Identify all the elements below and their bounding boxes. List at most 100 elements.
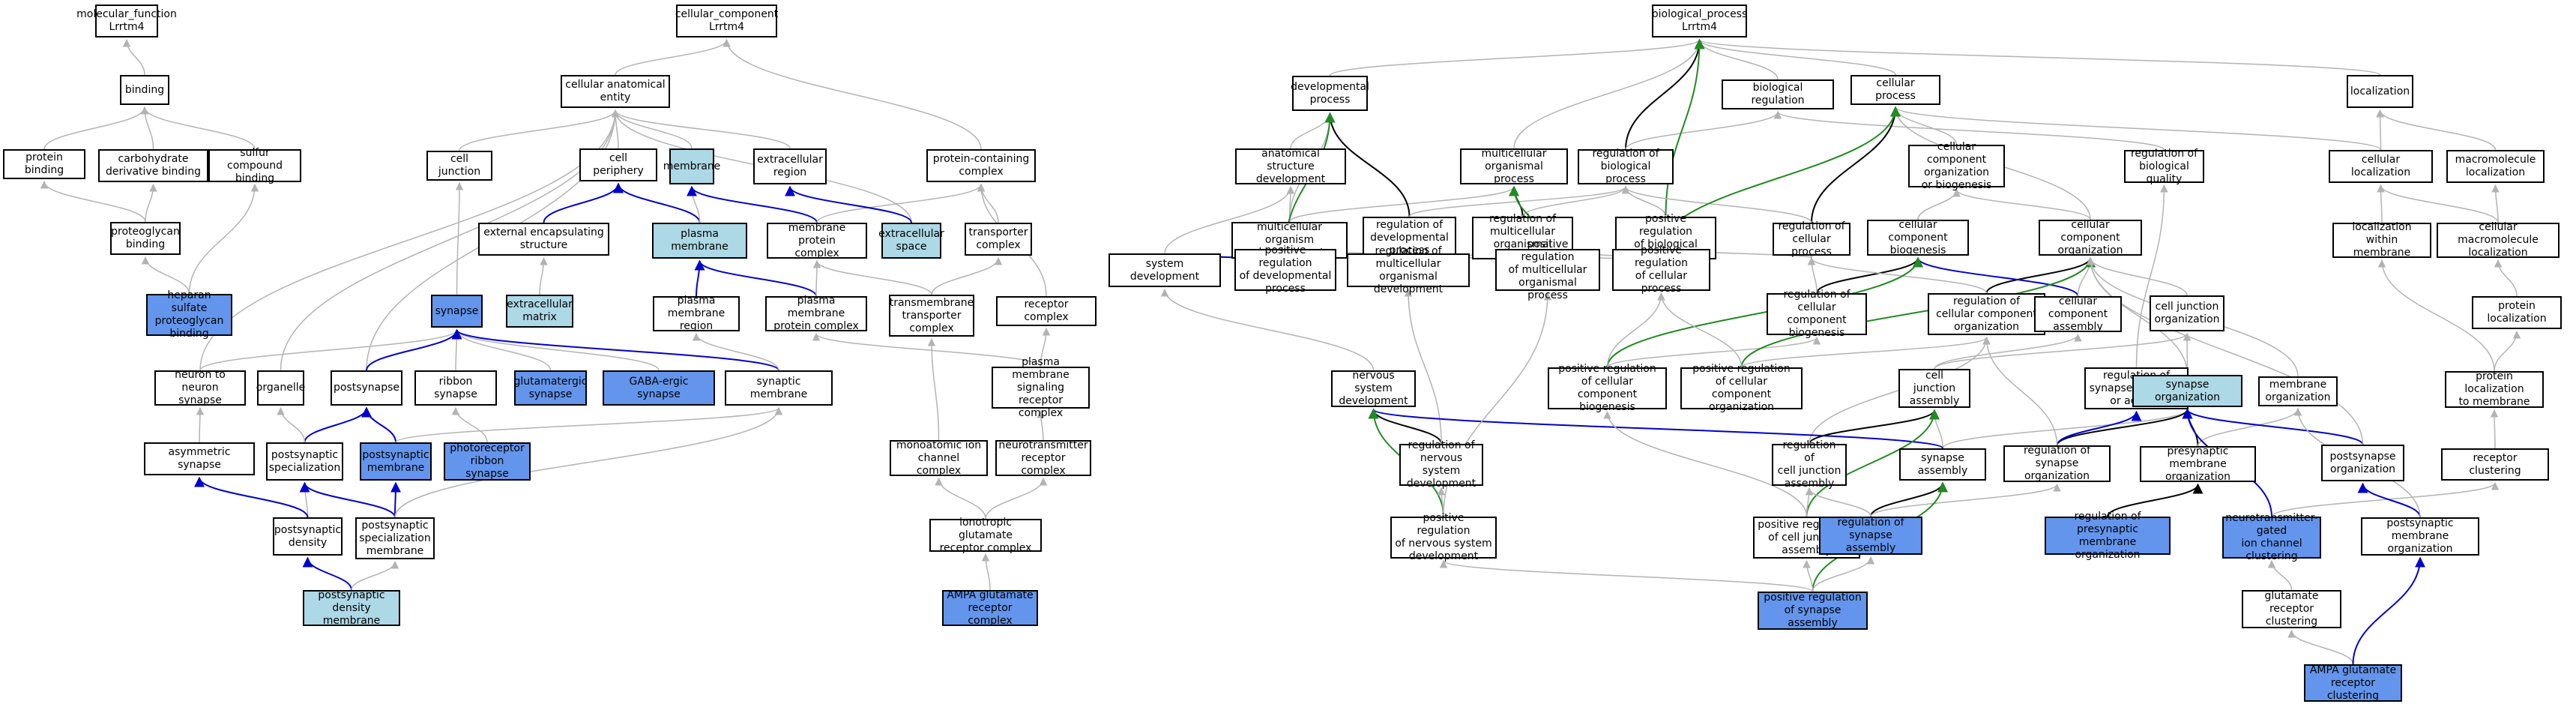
go-term-node-photoribbon[interactable]: photoreceptor ribbon synapse [444,442,531,481]
go-term-node-protbind[interactable]: protein binding [3,149,85,179]
go-term-node-multorg[interactable]: multicellular organismal process [1460,148,1568,185]
go-term-node-extracellspace[interactable]: extracellular space [878,223,944,259]
go-term-node-memprotcomplex[interactable]: membrane protein complex [767,222,867,259]
go-term-node-synassembly[interactable]: synapse assembly [1899,448,1986,481]
go-term-node-ampacomplex[interactable]: AMPA glutamate receptor complex [942,589,1038,627]
edge-posregccbiogen-to-ccbiogen [1606,256,1923,368]
go-term-node-bp[interactable]: biological_process Lrrtm4 [1652,4,1747,37]
go-term-node-macroloc[interactable]: macromolecule localization [2446,150,2545,183]
go-term-node-monoion[interactable]: monoatomic ion channel complex [890,439,988,477]
go-term-node-neuronsyn[interactable]: neuron to neuron synapse [154,369,246,406]
edge-binding-to-mf [122,38,145,76]
go-term-node-regcellproc[interactable]: regulation of cellular process [1773,220,1850,258]
go-term-node-regccorg[interactable]: regulation of cellular component organiz… [1928,293,2045,335]
go-term-node-ccorg[interactable]: cellular component organization [2039,219,2142,256]
go-term-node-mf[interactable]: molecular_function Lrrtm4 [76,4,177,37]
go-term-node-posregdev[interactable]: positive regulation of developmental pro… [1234,244,1336,295]
go-term-node-sulfbind[interactable]: sulfur compound binding [208,147,301,184]
edge-regsynassembly-to-regcjassembly [1805,487,1871,517]
go-term-node-membrane[interactable]: membrane [663,148,720,184]
go-term-node-regnsdev[interactable]: regulation of nervous system development [1399,439,1483,490]
go-term-node-nsdev[interactable]: nervous system development [1331,370,1416,407]
go-term-node-extracellmatrix[interactable]: extracellular matrix [506,295,573,328]
go-term-node-cellperiphery[interactable]: cell periphery [579,148,657,181]
go-term-node-asymsyn[interactable]: asymmetric synapse [144,442,255,475]
go-term-node-posregccbiogen[interactable]: positive regulation of cellular componen… [1548,363,1667,413]
go-term-node-cellproc[interactable]: cellular process [1850,75,1940,105]
go-term-node-psd[interactable]: postsynaptic density [273,517,343,556]
go-term-node-anatdev[interactable]: anatomical structure development [1235,148,1346,185]
go-term-node-regcjassembly[interactable]: regulation of cell junction assembly [1772,439,1847,490]
go-term-node-celljunction[interactable]: cell junction [426,151,492,181]
go-term-node-heparan[interactable]: heparan sulfate proteoglycan binding [146,289,232,340]
go-term-node-protlocmem[interactable]: protein localization to membrane [2445,370,2544,408]
go-term-node-postsynapse[interactable]: postsynapse [331,370,402,406]
go-term-node-locmem[interactable]: localization within membrane [2332,221,2431,259]
go-term-node-postsynspec[interactable]: postsynaptic specialization [266,442,343,481]
go-term-node-ccbiogen[interactable]: cellular component biogenesis [1867,219,1969,256]
go-term-node-posregnsdev[interactable]: positive regulation of nervous system de… [1390,512,1497,562]
go-term-node-transpcomplex[interactable]: transporter complex [965,223,1032,256]
go-term-node-receptorcomplex[interactable]: receptor complex [996,296,1097,326]
go-term-node-organelle[interactable]: organelle [256,370,305,406]
go-term-node-ntreceptor[interactable]: neurotransmitter receptor complex [995,439,1091,477]
go-term-node-posregsynassembly[interactable]: positive regulation of synapse assembly [1758,592,1868,630]
go-term-node-ccob[interactable]: cellular component organization or bioge… [1908,141,2005,191]
go-term-node-cjassembly[interactable]: cell junction assembly [1898,369,1970,408]
go-term-node-ccassembly[interactable]: cellular component assembly [2034,295,2122,333]
go-term-node-localization[interactable]: localization [2347,75,2413,108]
go-term-node-posregccorg[interactable]: positive regulation of cellular componen… [1680,363,1803,413]
go-term-node-devproc[interactable]: developmental process [1291,76,1369,111]
go-term-node-psspecmem[interactable]: postsynaptic specialization membrane [355,517,435,559]
go-term-node-extencaps[interactable]: external encapsulating structure [478,223,609,256]
go-term-node-sysdev[interactable]: system development [1108,253,1221,287]
edge-ampacomplex-to-ionoglut [981,553,991,591]
go-term-node-ionoglut[interactable]: ionotropic glutamate receptor complex [929,517,1042,554]
go-term-node-plasmamem[interactable]: plasma membrane [652,223,747,259]
go-term-node-synapse[interactable]: synapse [431,295,483,328]
go-term-node-regbioqual[interactable]: regulation of biological quality [2124,148,2204,185]
go-term-node-ribbonsyn[interactable]: ribbon synapse [414,370,497,406]
go-term-node-pmsigcomplex[interactable]: plasma membrane signaling receptor compl… [992,356,1090,419]
go-term-node-cellmacroloc[interactable]: cellular macromolecule localization [2437,221,2560,259]
go-term-node-binding[interactable]: binding [120,75,169,105]
go-term-node-memorg[interactable]: membrane organization [2258,376,2338,406]
go-term-node-cellloc[interactable]: cellular localization [2329,150,2433,183]
go-term-node-regmultdev[interactable]: regulation of multicellular organismal d… [1347,245,1470,295]
go-term-node-receptorclust[interactable]: receptor clustering [2441,448,2549,481]
go-term-node-presynmemorg[interactable]: presynaptic membrane organization [2140,445,2256,483]
go-term-node-pmprotcomplex[interactable]: plasma membrane protein complex [765,295,867,332]
go-term-node-extracellregion[interactable]: extracellular region [753,148,827,184]
go-term-node-cjorg[interactable]: cell junction organization [2150,295,2224,331]
go-term-node-ampaclust[interactable]: AMPA glutamate receptor clustering [2304,664,2402,702]
go-term-node-regpresynmemorg[interactable]: regulation of presynaptic membrane organ… [2045,511,2171,561]
go-term-node-posregmultorg[interactable]: positive regulation of multicellular org… [1495,238,1600,301]
go-term-node-synorg[interactable]: synapse organization [2132,375,2242,407]
go-term-node-pmregion[interactable]: plasma membrane region [653,295,740,332]
go-term-node-tmtranscomplex[interactable]: transmembrane transporter complex [889,295,974,337]
go-term-node-cc[interactable]: cellular_component Lrrtm4 [675,4,778,37]
go-term-node-postsynorg[interactable]: postsynapse organization [2321,445,2404,481]
go-term-node-glutsyn[interactable]: glutamatergic synapse [513,370,588,406]
go-term-node-carbbind[interactable]: carbohydrate derivative binding [98,149,208,182]
go-term-node-cae[interactable]: cellular anatomical entity [561,75,670,108]
go-term-node-regdevproc[interactable]: regulation of developmental process [1363,217,1456,259]
edge-pmprotcomplex-to-plasmamem [694,259,817,297]
go-term-node-gabasyn[interactable]: GABA-ergic synapse [603,370,715,406]
go-term-node-regsynorg[interactable]: regulation of synapse organization [2003,445,2111,482]
go-term-node-ntgated[interactable]: neurotransmitter-gated ion channel clust… [2222,512,2321,562]
go-term-node-posregcell[interactable]: positive regulation of cellular process [1612,244,1710,295]
go-term-node-postsynmem[interactable]: postsynaptic membrane [360,442,432,481]
go-term-node-postsynmemorg[interactable]: postsynaptic membrane organization [2361,517,2479,556]
go-term-node-regccbiogen[interactable]: regulation of cellular component biogene… [1767,289,1867,339]
go-term-node-regbioproc[interactable]: regulation of biological process [1578,148,1674,185]
go-term-node-proteoglycan[interactable]: proteoglycan binding [110,222,181,255]
go-term-node-bioreg[interactable]: biological regulation [1722,79,1834,109]
go-term-node-protloc[interactable]: protein localization [2472,296,2562,329]
go-term-node-glutrecclust[interactable]: glutamate receptor clustering [2242,590,2341,628]
go-term-node-protcontcomplex[interactable]: protein-containing complex [926,149,1036,182]
go-term-node-regsynassembly[interactable]: regulation of synapse assembly [1819,517,1922,555]
go-term-node-synmem[interactable]: synaptic membrane [725,370,833,406]
go-term-node-psdmem[interactable]: postsynaptic density membrane [303,589,400,627]
